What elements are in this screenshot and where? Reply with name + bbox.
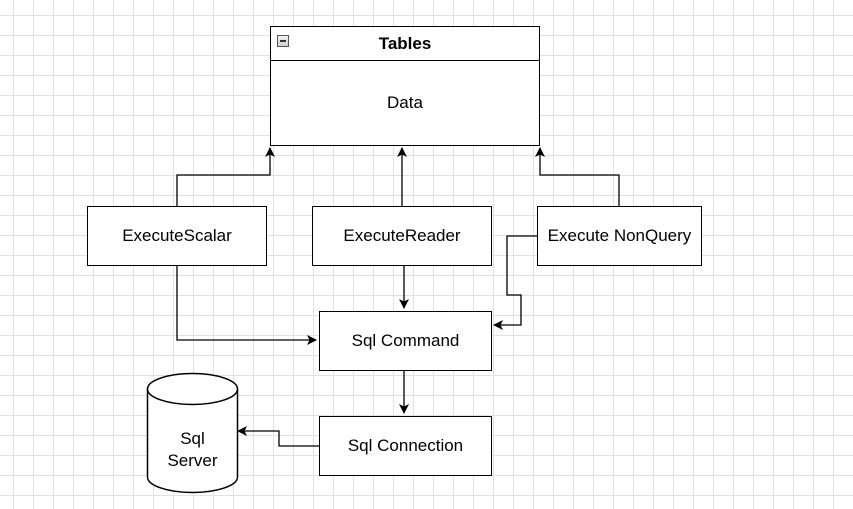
tables-title: Tables bbox=[378, 33, 432, 53]
tables-entity[interactable]: Tables Data bbox=[270, 26, 540, 146]
sql-server-label-line1: Sql bbox=[180, 429, 205, 448]
edge-executenonquery-to-sqlcommand bbox=[493, 235, 537, 330]
node-sql-command[interactable]: Sql Command bbox=[319, 311, 492, 371]
edge-executescalar-to-sqlcommand bbox=[176, 266, 317, 345]
tables-header: Tables bbox=[271, 27, 539, 61]
sql-server-label: Sql Server bbox=[146, 428, 239, 472]
edge-executescalar-to-tables bbox=[176, 147, 275, 206]
node-execute-scalar[interactable]: ExecuteScalar bbox=[87, 206, 267, 266]
tables-row-data: Data bbox=[387, 93, 423, 112]
node-sql-connection[interactable]: Sql Connection bbox=[319, 416, 492, 476]
node-execute-nonquery[interactable]: Execute NonQuery bbox=[537, 206, 702, 266]
edge-executenonquery-to-tables bbox=[535, 147, 620, 206]
collapse-minus-icon[interactable] bbox=[277, 35, 289, 47]
edge-sqlconnection-to-sqlserver bbox=[237, 426, 319, 447]
sql-server-label-line2: Server bbox=[167, 451, 218, 470]
sql-server-database-icon[interactable] bbox=[146, 372, 239, 494]
node-execute-reader[interactable]: ExecuteReader bbox=[312, 206, 492, 266]
